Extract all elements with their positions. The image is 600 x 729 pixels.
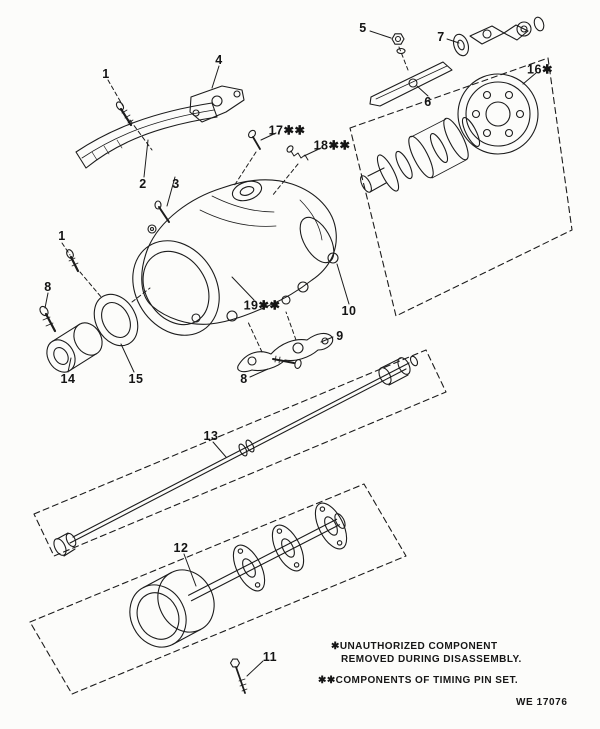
- callout-15: 15: [128, 372, 144, 386]
- part-ujoint-7: [452, 16, 545, 57]
- callout-19: 19✱✱: [243, 298, 281, 313]
- dashed-boundary-shaft: [33, 349, 447, 557]
- figure-code: WE 17076: [516, 697, 568, 708]
- part-shaft-13: [53, 355, 419, 557]
- footnote-unauthorized-line1: ✱UNAUTHORIZED COMPONENT: [331, 641, 498, 652]
- footnote-unauthorized-line2: REMOVED DURING DISASSEMBLY.: [341, 654, 522, 665]
- callout-6: 6: [424, 95, 432, 109]
- footnote-timing-pin-set: ✱✱COMPONENTS OF TIMING PIN SET.: [318, 675, 519, 686]
- part-screw-1a: [115, 101, 134, 127]
- callout-10: 10: [341, 304, 357, 318]
- part-timing-pin-17: [248, 129, 261, 150]
- dashed-leader-lines: [61, 46, 409, 353]
- dashed-boundary-gear-cluster: [349, 57, 573, 317]
- callout-1-top: 1: [102, 67, 110, 81]
- part-screw-1b: [66, 249, 80, 273]
- callout-9: 9: [336, 329, 344, 343]
- callout-2: 2: [139, 177, 147, 191]
- part-seal-ring-15: [93, 293, 139, 347]
- callout-8-left: 8: [44, 280, 52, 294]
- part-spacer-14: [46, 322, 103, 373]
- part-plate-6: [369, 61, 453, 107]
- callout-5: 5: [359, 21, 367, 35]
- part-bracket-9: [237, 332, 334, 373]
- leader-lines: [44, 30, 537, 677]
- callout-12: 12: [173, 541, 189, 555]
- part-bolt-8a: [39, 305, 57, 333]
- callout-18: 18✱✱: [313, 138, 351, 153]
- part-gear-cluster-16: [360, 73, 539, 193]
- callout-7: 7: [437, 30, 445, 44]
- dashed-boundary-hub: [29, 483, 407, 695]
- callout-11: 11: [262, 650, 278, 664]
- part-timing-pin-18: [286, 145, 309, 161]
- callout-14: 14: [60, 372, 76, 386]
- part-housing-19: [132, 179, 339, 336]
- part-bolt-11: [229, 658, 248, 694]
- part-strap-2: [75, 102, 218, 169]
- callout-17: 17✱✱: [268, 123, 306, 138]
- callout-1-left: 1: [58, 229, 66, 243]
- callout-13: 13: [203, 429, 219, 443]
- part-nut-5: [391, 33, 406, 55]
- callout-3: 3: [172, 177, 180, 191]
- callout-16: 16✱: [527, 62, 553, 77]
- part-hub-12: [129, 502, 348, 648]
- part-bolt-8b: [272, 355, 302, 369]
- callout-8-center: 8: [240, 372, 248, 386]
- callout-4: 4: [215, 53, 223, 67]
- part-bracket-4: [189, 85, 245, 123]
- part-pin-3: [147, 200, 170, 234]
